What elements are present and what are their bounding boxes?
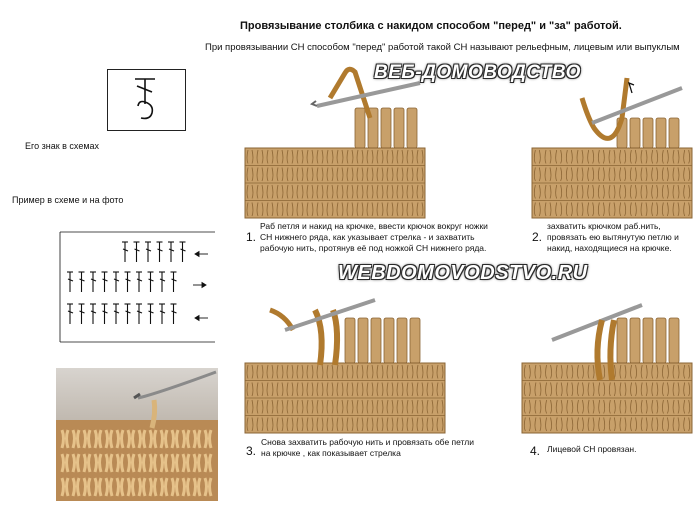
chart-stitch-symbol — [67, 303, 74, 324]
stitch-symbol-box — [107, 69, 186, 131]
step4-illustration — [521, 317, 693, 434]
chart-stitch-symbol — [159, 303, 166, 324]
step1-text: Раб петля и накид на крючке, ввести крюч… — [260, 221, 488, 253]
chart-stitch-symbol — [90, 271, 97, 292]
watermark-top: ВЕБ-ДОМОВОДСТВО — [374, 62, 581, 83]
step3-number: 3. — [246, 444, 257, 458]
chart-stitch-symbol — [78, 303, 85, 324]
chart-stitch-symbol — [113, 303, 120, 324]
chart-stitch-symbol — [168, 241, 175, 262]
intro-text: При провязывании СН способом "перед" раб… — [205, 42, 680, 53]
crochet-chart-diagram — [59, 231, 215, 343]
chart-stitch-symbol — [159, 271, 166, 292]
chart-stitch-symbol — [170, 303, 177, 324]
chart-stitch-symbol — [170, 271, 177, 292]
step4-text: Лицевой СН провязан. — [547, 444, 637, 454]
example-label: Пример в схеме и на фото — [12, 195, 124, 205]
step1-number: 1. — [246, 230, 257, 244]
chart-stitch-symbol — [124, 303, 131, 324]
step4-number: 4. — [530, 444, 541, 458]
front-post-dc-symbol-icon — [135, 78, 155, 120]
chart-stitch-symbol — [122, 241, 129, 262]
step2-text: захватить крючком раб.нить, провязать ею… — [547, 221, 679, 253]
step3-illustration — [244, 317, 446, 434]
step3-hook-icon — [269, 298, 376, 366]
step1-hook-icon — [309, 66, 421, 119]
chart-stitch-symbol — [145, 241, 152, 262]
step2-hook-icon — [579, 77, 683, 141]
watermark-mid: WEBDOMOVODSTVO.RU — [338, 262, 588, 284]
chart-stitch-symbol — [67, 271, 74, 292]
chart-stitch-symbol — [179, 241, 186, 262]
sign-label: Его знак в схемах — [25, 141, 100, 151]
chart-stitch-symbol — [136, 271, 143, 292]
step1-illustration — [244, 107, 426, 219]
step2-illustration — [531, 117, 693, 219]
chart-stitch-symbol — [124, 271, 131, 292]
chart-stitch-symbol — [101, 303, 108, 324]
chart-stitch-symbol — [147, 271, 154, 292]
chart-stitch-symbol — [133, 241, 140, 262]
chart-stitch-symbol — [136, 303, 143, 324]
chart-stitch-symbol — [147, 303, 154, 324]
step4-stitch-icon — [551, 303, 643, 381]
chart-stitch-symbol — [90, 303, 97, 324]
page-title: Провязывание столбика с накидом способом… — [240, 20, 622, 32]
step3-text: Снова захватить рабочую нить и провязать… — [261, 437, 474, 458]
step2-number: 2. — [532, 230, 543, 244]
example-photo — [56, 368, 218, 501]
chart-stitch-symbol — [113, 271, 120, 292]
chart-stitch-symbol — [156, 241, 163, 262]
chart-stitch-symbol — [78, 271, 85, 292]
chart-stitch-symbol — [101, 271, 108, 292]
